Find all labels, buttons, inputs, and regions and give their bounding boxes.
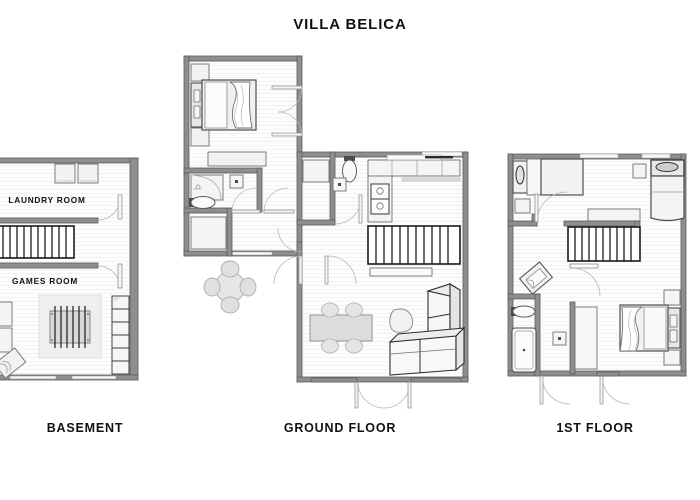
basement-partition-2 <box>0 262 99 269</box>
page-title: VILLA BELICA <box>293 16 407 33</box>
nightstand-left-bottom <box>190 127 210 147</box>
ground-side-door <box>277 227 303 253</box>
basement-door-panel-lower <box>117 263 123 289</box>
first-wardrobe <box>569 301 598 375</box>
bed-2 <box>650 175 685 222</box>
first-lower-doors <box>541 375 631 405</box>
shelving-unit <box>425 283 462 345</box>
ground-bathroom-door-panels <box>231 209 295 214</box>
basement-walls <box>0 157 139 381</box>
patio-set <box>203 260 257 314</box>
dining-set <box>309 302 373 354</box>
first-lower-door-panels <box>539 371 620 405</box>
corner-sofa <box>388 326 466 376</box>
duvet-3 <box>619 306 644 352</box>
kitchen-counter-horizontal <box>367 159 461 177</box>
floor-caption-basement: BASEMENT <box>46 421 124 435</box>
shower <box>190 174 224 201</box>
ground-bedroom-door-frame <box>271 85 303 137</box>
ground-staircase <box>367 225 461 277</box>
armchairs <box>0 301 13 353</box>
first-stair-landing <box>569 263 599 269</box>
armchair <box>389 308 414 333</box>
dining-chairs <box>321 302 363 354</box>
basement-partition-1 <box>0 217 99 224</box>
dresser <box>207 151 267 167</box>
first-sink-tap <box>558 337 561 340</box>
hall-cabinet <box>302 159 330 183</box>
ground-bedroom-furniture <box>190 63 267 167</box>
headboard <box>190 82 203 128</box>
foosball-table <box>38 294 102 359</box>
washer-dryer <box>54 163 99 184</box>
floor-plan-basement: LAUNDRY ROOM GAMES ROOM <box>0 150 152 390</box>
first-bedroom1 <box>512 158 641 222</box>
ground-bathroom-doors <box>231 187 289 213</box>
basement-window <box>9 375 117 380</box>
patio-chairs <box>203 260 257 314</box>
bathroom-toilet <box>189 196 216 209</box>
basement-door-panel-upper <box>117 194 123 220</box>
nightstand-3-top <box>663 289 681 306</box>
basement-svg: LAUNDRY ROOM GAMES ROOM <box>0 157 139 381</box>
pillow-1 <box>515 165 525 185</box>
floor-plan-ground <box>172 42 484 412</box>
ground-wc-door-panel <box>358 194 363 224</box>
first-bedroom1-door-panel <box>534 193 539 223</box>
ground-svg <box>183 55 469 409</box>
floor-caption-ground: GROUND FLOOR <box>283 421 397 435</box>
nightstand-1 <box>514 198 531 214</box>
first-windows <box>579 153 671 159</box>
basement-room-label-games: GAMES ROOM <box>12 276 78 286</box>
stair-landing <box>369 267 433 277</box>
ground-french-doors <box>357 381 411 409</box>
dining-table <box>309 314 373 342</box>
first-svg <box>507 153 687 405</box>
duvet <box>228 81 253 129</box>
bed-1 <box>540 158 584 196</box>
kitchen <box>367 154 461 223</box>
wc-sink-tap <box>338 183 341 186</box>
basement-staircase <box>0 225 75 259</box>
pillow-2 <box>655 162 679 172</box>
nightstand-3-bottom <box>663 349 681 366</box>
closet <box>190 216 227 250</box>
side-table <box>0 347 27 379</box>
sink-tap <box>235 180 238 183</box>
shelving-units <box>111 295 130 375</box>
nightstand-left-top <box>190 63 210 82</box>
floor-caption-first: 1ST FLOOR <box>556 421 634 435</box>
floor-plan-first <box>492 142 692 405</box>
first-staircase <box>567 226 641 269</box>
basement-room-label-laundry: LAUNDRY ROOM <box>8 195 85 205</box>
ground-hall-doors <box>273 255 357 285</box>
ground-hall-door-panels <box>298 255 329 285</box>
first-bedroom2 <box>632 159 685 222</box>
ground-bedroom-door <box>277 87 303 135</box>
first-bedroom3 <box>619 289 681 366</box>
kitchen-sink <box>370 183 390 215</box>
bathtub <box>511 327 537 373</box>
first-bathroom-toilet <box>511 305 536 318</box>
first-side-table <box>518 261 554 295</box>
nightstand-2 <box>632 163 647 179</box>
dresser-1 <box>587 208 641 222</box>
first-landing-door <box>571 267 601 297</box>
ground-french-door-panels <box>310 377 462 409</box>
wc-toilet <box>342 156 357 183</box>
